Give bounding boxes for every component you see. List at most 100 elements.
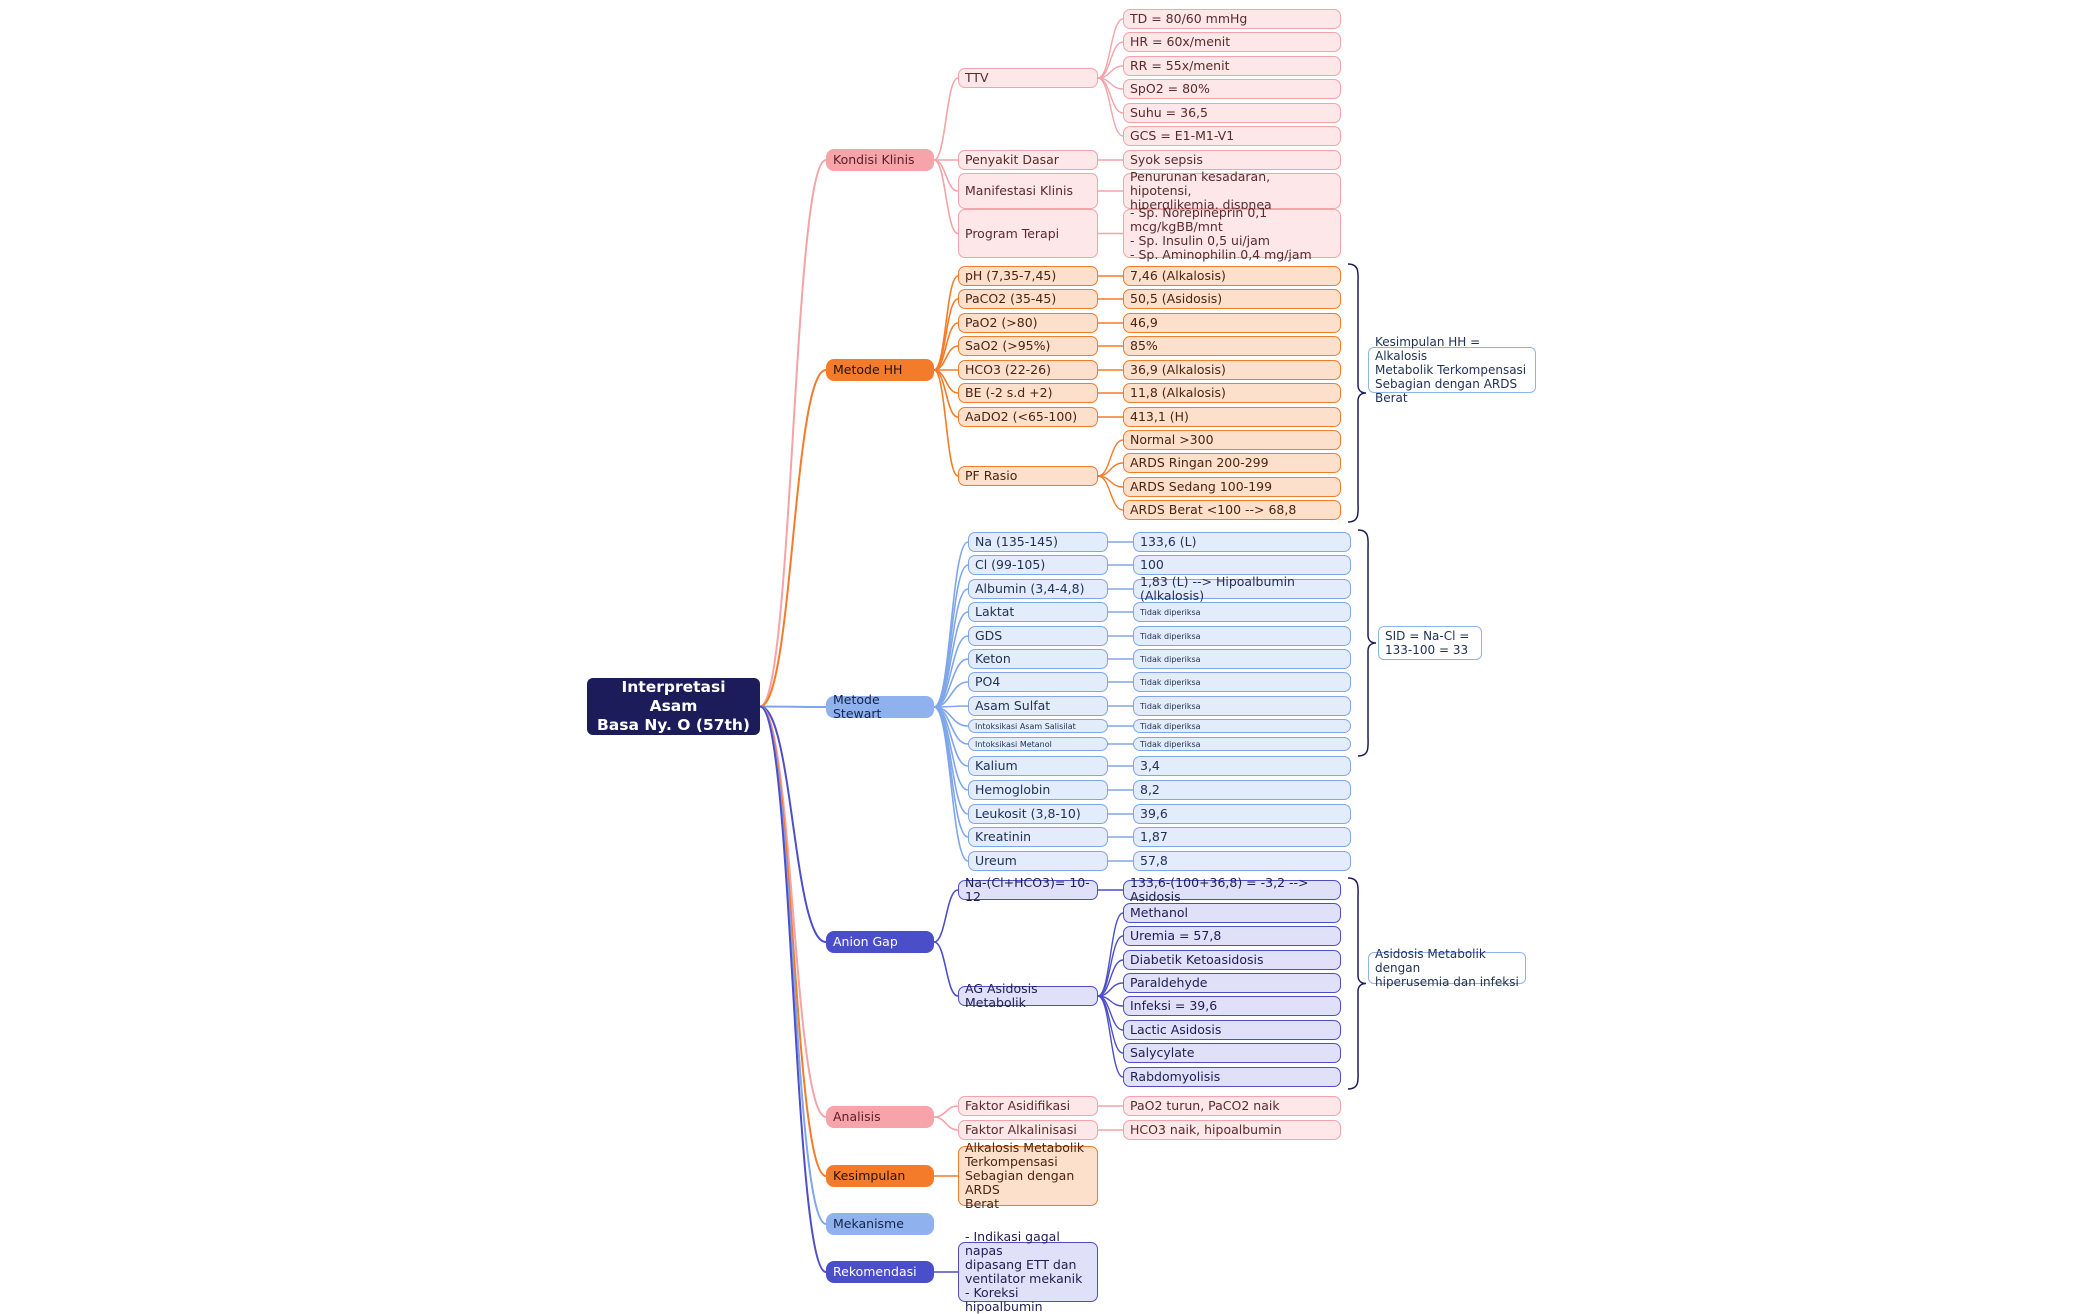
- topic-manifestasi-klinis[interactable]: Manifestasi Klinis: [958, 173, 1098, 209]
- topic-keton[interactable]: Keton: [968, 649, 1108, 669]
- value-hr-60x-menit[interactable]: HR = 60x/menit: [1123, 32, 1341, 52]
- value-tidak-diperiksa[interactable]: Tidak diperiksa: [1133, 737, 1351, 751]
- value-ards-ringan-200-299[interactable]: ARDS Ringan 200-299: [1123, 453, 1341, 473]
- value-50-5-asidosis[interactable]: 50,5 (Asidosis): [1123, 289, 1341, 309]
- summary-hh[interactable]: Kesimpulan HH = Alkalosis Metabolik Terk…: [1368, 335, 1536, 405]
- topic-intoksikasi-metanol[interactable]: Intoksikasi Metanol: [968, 737, 1108, 751]
- topic-na-cl-hco3-10-12[interactable]: Na-(Cl+HCO3)= 10-12: [958, 876, 1098, 904]
- value-tidak-diperiksa[interactable]: Tidak diperiksa: [1133, 672, 1351, 692]
- connector-line: [1097, 41, 1124, 79]
- topic-sao2-95[interactable]: SaO2 (>95%): [958, 336, 1098, 356]
- value-rabdomyolisis[interactable]: Rabdomyolisis: [1123, 1067, 1341, 1087]
- topic-leukosit-3-8-10[interactable]: Leukosit (3,8-10): [968, 804, 1108, 824]
- value-ards-berat-100-68-8[interactable]: ARDS Berat <100 --> 68,8: [1123, 500, 1341, 520]
- topic-albumin-3-4-4-8[interactable]: Albumin (3,4-4,8): [968, 579, 1108, 599]
- value-1-83-l-hipoalbumin-alkalosis[interactable]: 1,83 (L) --> Hipoalbumin (Alkalosis): [1133, 575, 1351, 603]
- topic-aado2-65-100[interactable]: AaDO2 (<65-100): [958, 407, 1098, 427]
- connector-line: [933, 889, 959, 943]
- value-uremia-57-8[interactable]: Uremia = 57,8: [1123, 926, 1341, 946]
- root-topic[interactable]: Interpretasi Asam Basa Ny. O (57th): [587, 678, 760, 735]
- branch-anion[interactable]: Anion Gap: [826, 931, 934, 953]
- value-tidak-diperiksa[interactable]: Tidak diperiksa: [1133, 626, 1351, 646]
- topic-faktor-alkalinisasi[interactable]: Faktor Alkalinisasi: [958, 1120, 1098, 1140]
- branch-kondisi[interactable]: Kondisi Klinis: [826, 149, 934, 171]
- value-infeksi-39-6[interactable]: Infeksi = 39,6: [1123, 996, 1341, 1016]
- value-tidak-diperiksa[interactable]: Tidak diperiksa: [1133, 602, 1351, 622]
- value-td-80-60-mmhg[interactable]: TD = 80/60 mmHg: [1123, 9, 1341, 29]
- value-413-1-h[interactable]: 413,1 (H): [1123, 407, 1341, 427]
- topic-indikasi-gagal-napas-dipasang-ett-dan-ve[interactable]: - Indikasi gagal napas dipasang ETT dan …: [958, 1230, 1098, 1314]
- topic-ag-asidosis-metabolik[interactable]: AG Asidosis Metabolik: [958, 982, 1098, 1010]
- value-39-6[interactable]: 39,6: [1133, 804, 1351, 824]
- value-spo2-80[interactable]: SpO2 = 80%: [1123, 79, 1341, 99]
- value-46-9[interactable]: 46,9: [1123, 313, 1341, 333]
- value-pao2-turun-paco2-naik[interactable]: PaO2 turun, PaCO2 naik: [1123, 1096, 1341, 1116]
- connector-line: [933, 588, 969, 708]
- topic-paco2-35-45[interactable]: PaCO2 (35-45): [958, 289, 1098, 309]
- value-methanol[interactable]: Methanol: [1123, 903, 1341, 923]
- value-suhu-36-5[interactable]: Suhu = 36,5: [1123, 103, 1341, 123]
- topic-faktor-asidifikasi[interactable]: Faktor Asidifikasi: [958, 1096, 1098, 1116]
- value-normal-300[interactable]: Normal >300: [1123, 430, 1341, 450]
- value-penurunan-kesadaran-hipotensi-hiperglike[interactable]: Penurunan kesadaran, hipotensi, hipergli…: [1123, 170, 1341, 212]
- topic-na-135-145[interactable]: Na (135-145): [968, 532, 1108, 552]
- value-tidak-diperiksa[interactable]: Tidak diperiksa: [1133, 719, 1351, 733]
- branch-stewart[interactable]: Metode Stewart: [826, 693, 934, 721]
- topic-gds[interactable]: GDS: [968, 626, 1108, 646]
- value-1-87[interactable]: 1,87: [1133, 827, 1351, 847]
- value-sp-norepineprin-0-1-mcg-kgbb-mnt-sp-insu[interactable]: - Sp. Norepineprin 0,1 mcg/kgBB/mnt - Sp…: [1123, 205, 1341, 261]
- summary-anion[interactable]: Asidosis Metabolik dengan hiperusemia da…: [1368, 947, 1526, 989]
- topic-ph-7-35-7-45[interactable]: pH (7,35-7,45): [958, 266, 1098, 286]
- value-diabetik-ketoasidosis[interactable]: Diabetik Ketoasidosis: [1123, 950, 1341, 970]
- branch-kesimpulan[interactable]: Kesimpulan: [826, 1165, 934, 1187]
- topic-be-2-s-d-2[interactable]: BE (-2 s.d +2): [958, 383, 1098, 403]
- value-rr-55x-menit[interactable]: RR = 55x/menit: [1123, 56, 1341, 76]
- topic-hemoglobin[interactable]: Hemoglobin: [968, 780, 1108, 800]
- value-8-2[interactable]: 8,2: [1133, 780, 1351, 800]
- value-36-9-alkalosis[interactable]: 36,9 (Alkalosis): [1123, 360, 1341, 380]
- topic-ureum[interactable]: Ureum: [968, 851, 1108, 871]
- value-57-8[interactable]: 57,8: [1133, 851, 1351, 871]
- summary-bracket: [1347, 877, 1367, 1090]
- topic-cl-99-105[interactable]: Cl (99-105): [968, 555, 1108, 575]
- value-3-4[interactable]: 3,4: [1133, 756, 1351, 776]
- value-tidak-diperiksa[interactable]: Tidak diperiksa: [1133, 649, 1351, 669]
- branch-analisis[interactable]: Analisis: [826, 1106, 934, 1128]
- value-ards-sedang-100-199[interactable]: ARDS Sedang 100-199: [1123, 477, 1341, 497]
- topic-alkalosis-metabolik-terkompensasi-sebagi[interactable]: Alkalosis Metabolik Terkompensasi Sebagi…: [958, 1141, 1098, 1211]
- topic-intoksikasi-asam-salisilat[interactable]: Intoksikasi Asam Salisilat: [968, 719, 1108, 733]
- value-salycylate[interactable]: Salycylate: [1123, 1043, 1341, 1063]
- value-133-6-100-36-8-3-2-asidosis[interactable]: 133,6-(100+36,8) = -3,2 --> Asidosis: [1123, 876, 1341, 904]
- summary-stewart[interactable]: SID = Na-Cl = 133-100 = 33: [1378, 626, 1482, 660]
- topic-laktat[interactable]: Laktat: [968, 602, 1108, 622]
- topic-pao2-80[interactable]: PaO2 (>80): [958, 313, 1098, 333]
- topic-po4[interactable]: PO4: [968, 672, 1108, 692]
- connector-line: [1097, 995, 1124, 1054]
- value-lactic-asidosis[interactable]: Lactic Asidosis: [1123, 1020, 1341, 1040]
- value-syok-sepsis[interactable]: Syok sepsis: [1123, 150, 1341, 170]
- topic-hco3-22-26[interactable]: HCO3 (22-26): [958, 360, 1098, 380]
- connector-line: [1097, 439, 1124, 477]
- value-100[interactable]: 100: [1133, 555, 1351, 575]
- value-gcs-e1-m1-v1[interactable]: GCS = E1-M1-V1: [1123, 126, 1341, 146]
- value-85[interactable]: 85%: [1123, 336, 1341, 356]
- branch-hh[interactable]: Metode HH: [826, 359, 934, 381]
- topic-pf-rasio[interactable]: PF Rasio: [958, 466, 1098, 486]
- value-7-46-alkalosis[interactable]: 7,46 (Alkalosis): [1123, 266, 1341, 286]
- topic-penyakit-dasar[interactable]: Penyakit Dasar: [958, 150, 1098, 170]
- value-paraldehyde[interactable]: Paraldehyde: [1123, 973, 1341, 993]
- topic-ttv[interactable]: TTV: [958, 68, 1098, 88]
- topic-kreatinin[interactable]: Kreatinin: [968, 827, 1108, 847]
- topic-asam-sulfat[interactable]: Asam Sulfat: [968, 696, 1108, 716]
- topic-program-terapi[interactable]: Program Terapi: [958, 209, 1098, 258]
- value-11-8-alkalosis[interactable]: 11,8 (Alkalosis): [1123, 383, 1341, 403]
- branch-rekomendasi[interactable]: Rekomendasi: [826, 1261, 934, 1283]
- value-hco3-naik-hipoalbumin[interactable]: HCO3 naik, hipoalbumin: [1123, 1120, 1341, 1140]
- branch-mekanisme[interactable]: Mekanisme: [826, 1213, 934, 1235]
- value-tidak-diperiksa[interactable]: Tidak diperiksa: [1133, 696, 1351, 716]
- connector-line: [933, 706, 969, 862]
- topic-kalium[interactable]: Kalium: [968, 756, 1108, 776]
- value-133-6-l[interactable]: 133,6 (L): [1133, 532, 1351, 552]
- connector-line: [933, 369, 959, 477]
